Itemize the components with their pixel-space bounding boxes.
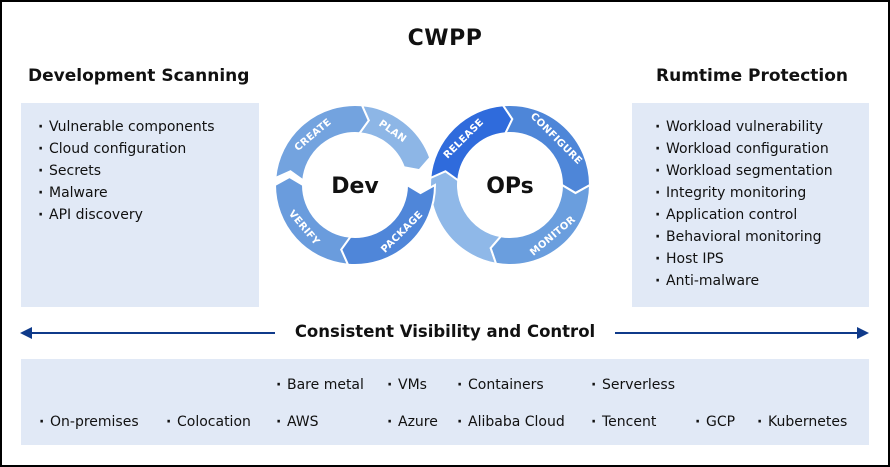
list-item: Secrets (38, 160, 215, 182)
dev-label: Dev (331, 174, 379, 199)
arrow-left-line (30, 332, 275, 334)
env-item-gcp: GCP (695, 414, 735, 430)
ops-label: OPs (486, 174, 534, 199)
env-item-kubernetes: Kubernetes (757, 414, 847, 430)
list-item: Workload configuration (655, 138, 833, 160)
create-segment (274, 104, 370, 183)
list-item: Malware (38, 182, 215, 204)
package-segment (340, 183, 437, 266)
list-item: Cloud configuration (38, 138, 215, 160)
env-item-colocation: Colocation (166, 414, 251, 430)
verify-segment (273, 175, 353, 266)
list-item: API discovery (38, 204, 215, 226)
plan-segment (357, 104, 432, 172)
monitor-segment (489, 183, 592, 266)
env-item-vms: VMs (387, 377, 427, 393)
env-item-bare-metal: Bare metal (276, 377, 364, 393)
development-scanning-heading: Development Scanning (28, 66, 250, 86)
arrow-right-line (615, 332, 857, 334)
visibility-banner: Consistent Visibility and Control (294, 322, 596, 341)
list-item: Workload vulnerability (655, 116, 833, 138)
env-item-azure: Azure (387, 414, 438, 430)
env-item-alibaba-cloud: Alibaba Cloud (457, 414, 565, 430)
env-item-on-premises: On-premises (39, 414, 139, 430)
env-item-containers: Containers (457, 377, 544, 393)
list-item: Vulnerable components (38, 116, 215, 138)
env-item-aws: AWS (276, 414, 319, 430)
arrow-right-icon (857, 327, 869, 339)
runtime-protection-heading: Rumtime Protection (656, 66, 849, 86)
env-item-tencent: Tencent (591, 414, 656, 430)
development-scanning-list: Vulnerable components Cloud configuratio… (38, 116, 215, 226)
release-segment (429, 104, 514, 183)
env-item-serverless: Serverless (591, 377, 675, 393)
list-item: Behavioral monitoring (655, 226, 833, 248)
list-item: Anti-malware (655, 270, 833, 292)
arrow-left-icon (20, 327, 32, 339)
list-item: Workload segmentation (655, 160, 833, 182)
list-item: Application control (655, 204, 833, 226)
environments-panel (21, 359, 869, 445)
list-item: Host IPS (655, 248, 833, 270)
diagram-title: CWPP (407, 26, 483, 51)
list-item: Integrity monitoring (655, 182, 833, 204)
runtime-protection-list: Workload vulnerability Workload configur… (655, 116, 833, 292)
